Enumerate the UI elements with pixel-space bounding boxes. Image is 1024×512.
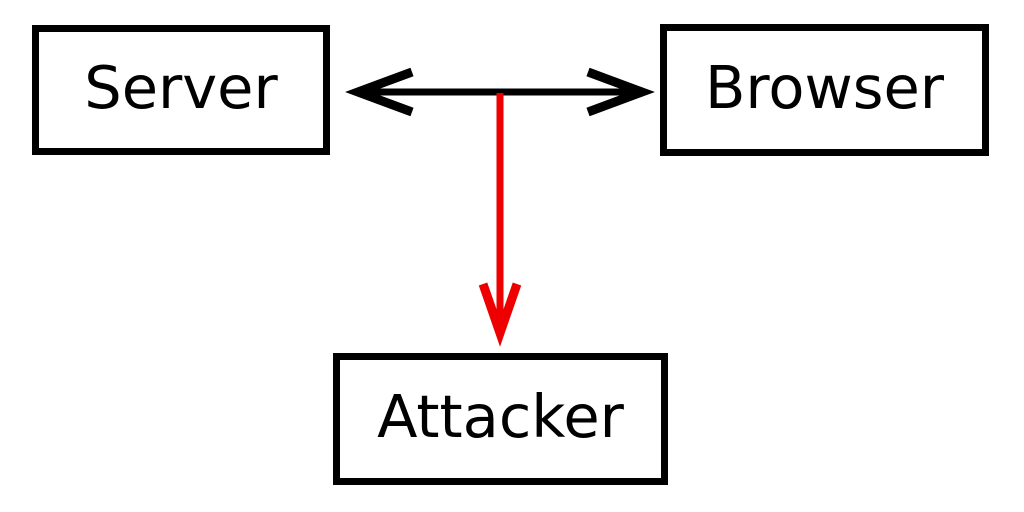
browser-label: Browser (704, 52, 945, 122)
server-label: Server (84, 52, 278, 122)
node-attacker: Attacker (333, 353, 668, 485)
attacker-label: Attacker (377, 381, 624, 451)
arrowhead-right-icon (586, 67, 655, 117)
node-server: Server (32, 25, 330, 155)
server-browser-arrow (345, 67, 655, 117)
node-browser: Browser (660, 24, 989, 156)
arrowhead-left-icon (345, 67, 414, 117)
attack-arrow (478, 93, 522, 347)
arrowhead-down-icon (478, 282, 522, 347)
